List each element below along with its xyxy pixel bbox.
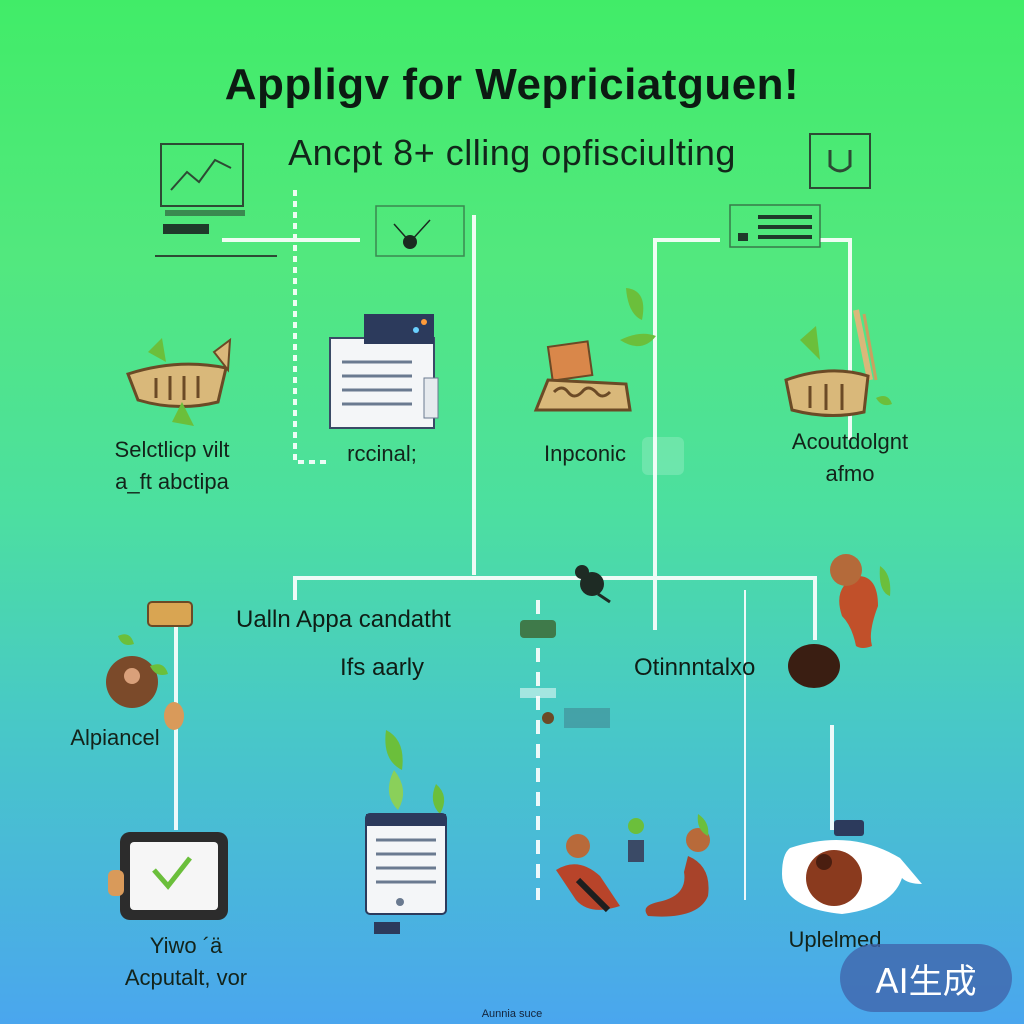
chart-sketch-icon (155, 143, 277, 257)
node-selection-line2: a_ft abctipa (115, 469, 229, 494)
middle-right-label: Otinnntalxo (634, 654, 756, 681)
speech-bubble-icon (782, 820, 922, 914)
people-icon (556, 814, 710, 917)
coin-avatar-icon (106, 601, 193, 730)
connector-right-branch (653, 238, 720, 630)
harvest-basket-icon (784, 309, 892, 418)
node-processing-label: rccinal; (347, 441, 417, 466)
node-acoutdolgnt-line2: afmo (825, 461, 875, 486)
inpconic-placeholder-box (642, 437, 684, 475)
network-node-icon (375, 205, 465, 257)
connector-dashed-left (293, 190, 330, 464)
node-selection-label: Selctlicp vilt a_ft abctipa (82, 434, 262, 498)
node-selection-line1: Selctlicp vilt (114, 437, 230, 462)
bug-node-icon (575, 565, 611, 604)
bottom-left-label: Yiwo ´ä Acputalt, vor (86, 930, 286, 994)
page-subtitle: Ancpt 8+ clling opfisciulting (288, 132, 736, 173)
connector-mid-horizontal (293, 576, 817, 640)
node-inpconic-label: Inpconic (544, 441, 626, 466)
monitor-icon (809, 133, 871, 189)
list-panel-icon (729, 204, 821, 248)
page-title: Appligv for Wepriciatguen! (224, 60, 800, 109)
node-acoutdolgnt-line1: Acoutdolgnt (791, 429, 909, 454)
middle-title: Ualln Appa candatht (236, 606, 451, 633)
node-acoutdolgnt-label: Acoutdolgnt afmo (770, 426, 930, 490)
bottom-card-line1: Yiwo ´ä (149, 933, 223, 958)
ai-generated-badge: AI生成 (840, 944, 1012, 1012)
document-window-icon (329, 314, 439, 429)
center-markers (520, 620, 610, 728)
tablet-check-icon (108, 832, 228, 920)
basket-icon (126, 337, 232, 426)
sprout-document-icon (365, 730, 447, 934)
middle-subtitle: Ifs aarly (340, 654, 425, 681)
crate-icon (533, 288, 656, 412)
bottom-card-line2: Acputalt, vor (124, 965, 248, 990)
left-middle-label: Alpiancel (70, 725, 160, 750)
fist-icon (788, 554, 891, 688)
footnote: Aunnia suce (481, 1008, 543, 1020)
